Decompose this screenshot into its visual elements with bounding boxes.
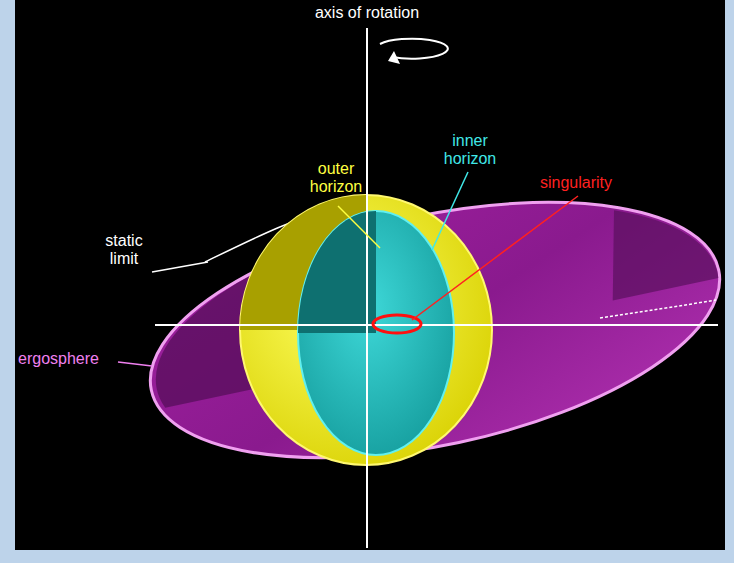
leader-line [338, 206, 380, 248]
leader-line [412, 196, 578, 320]
black-panel [15, 0, 725, 550]
ergosphere-shape [127, 157, 734, 503]
leader-line [118, 362, 152, 366]
rotation-arrowhead [388, 51, 400, 64]
part-label: singularity [540, 174, 650, 192]
static-limit-outline [127, 157, 734, 503]
part-label: static limit [94, 232, 154, 268]
part-label: inner horizon [437, 132, 503, 168]
leader-line [432, 172, 468, 250]
inner-horizon-cutaway [298, 211, 376, 333]
part-label: outer horizon [303, 160, 369, 196]
part-label: ergosphere [18, 350, 118, 368]
ring-singularity [373, 315, 421, 333]
leader-line [152, 262, 208, 272]
equatorial-line [155, 324, 718, 326]
rotation-arrow [380, 39, 448, 59]
part-label: axis of rotation [287, 4, 447, 22]
ergosphere-cutaway [594, 192, 718, 301]
cut-edge-line [600, 300, 716, 318]
rotation-axis [366, 28, 368, 548]
inner-horizon-sphere [298, 211, 454, 455]
